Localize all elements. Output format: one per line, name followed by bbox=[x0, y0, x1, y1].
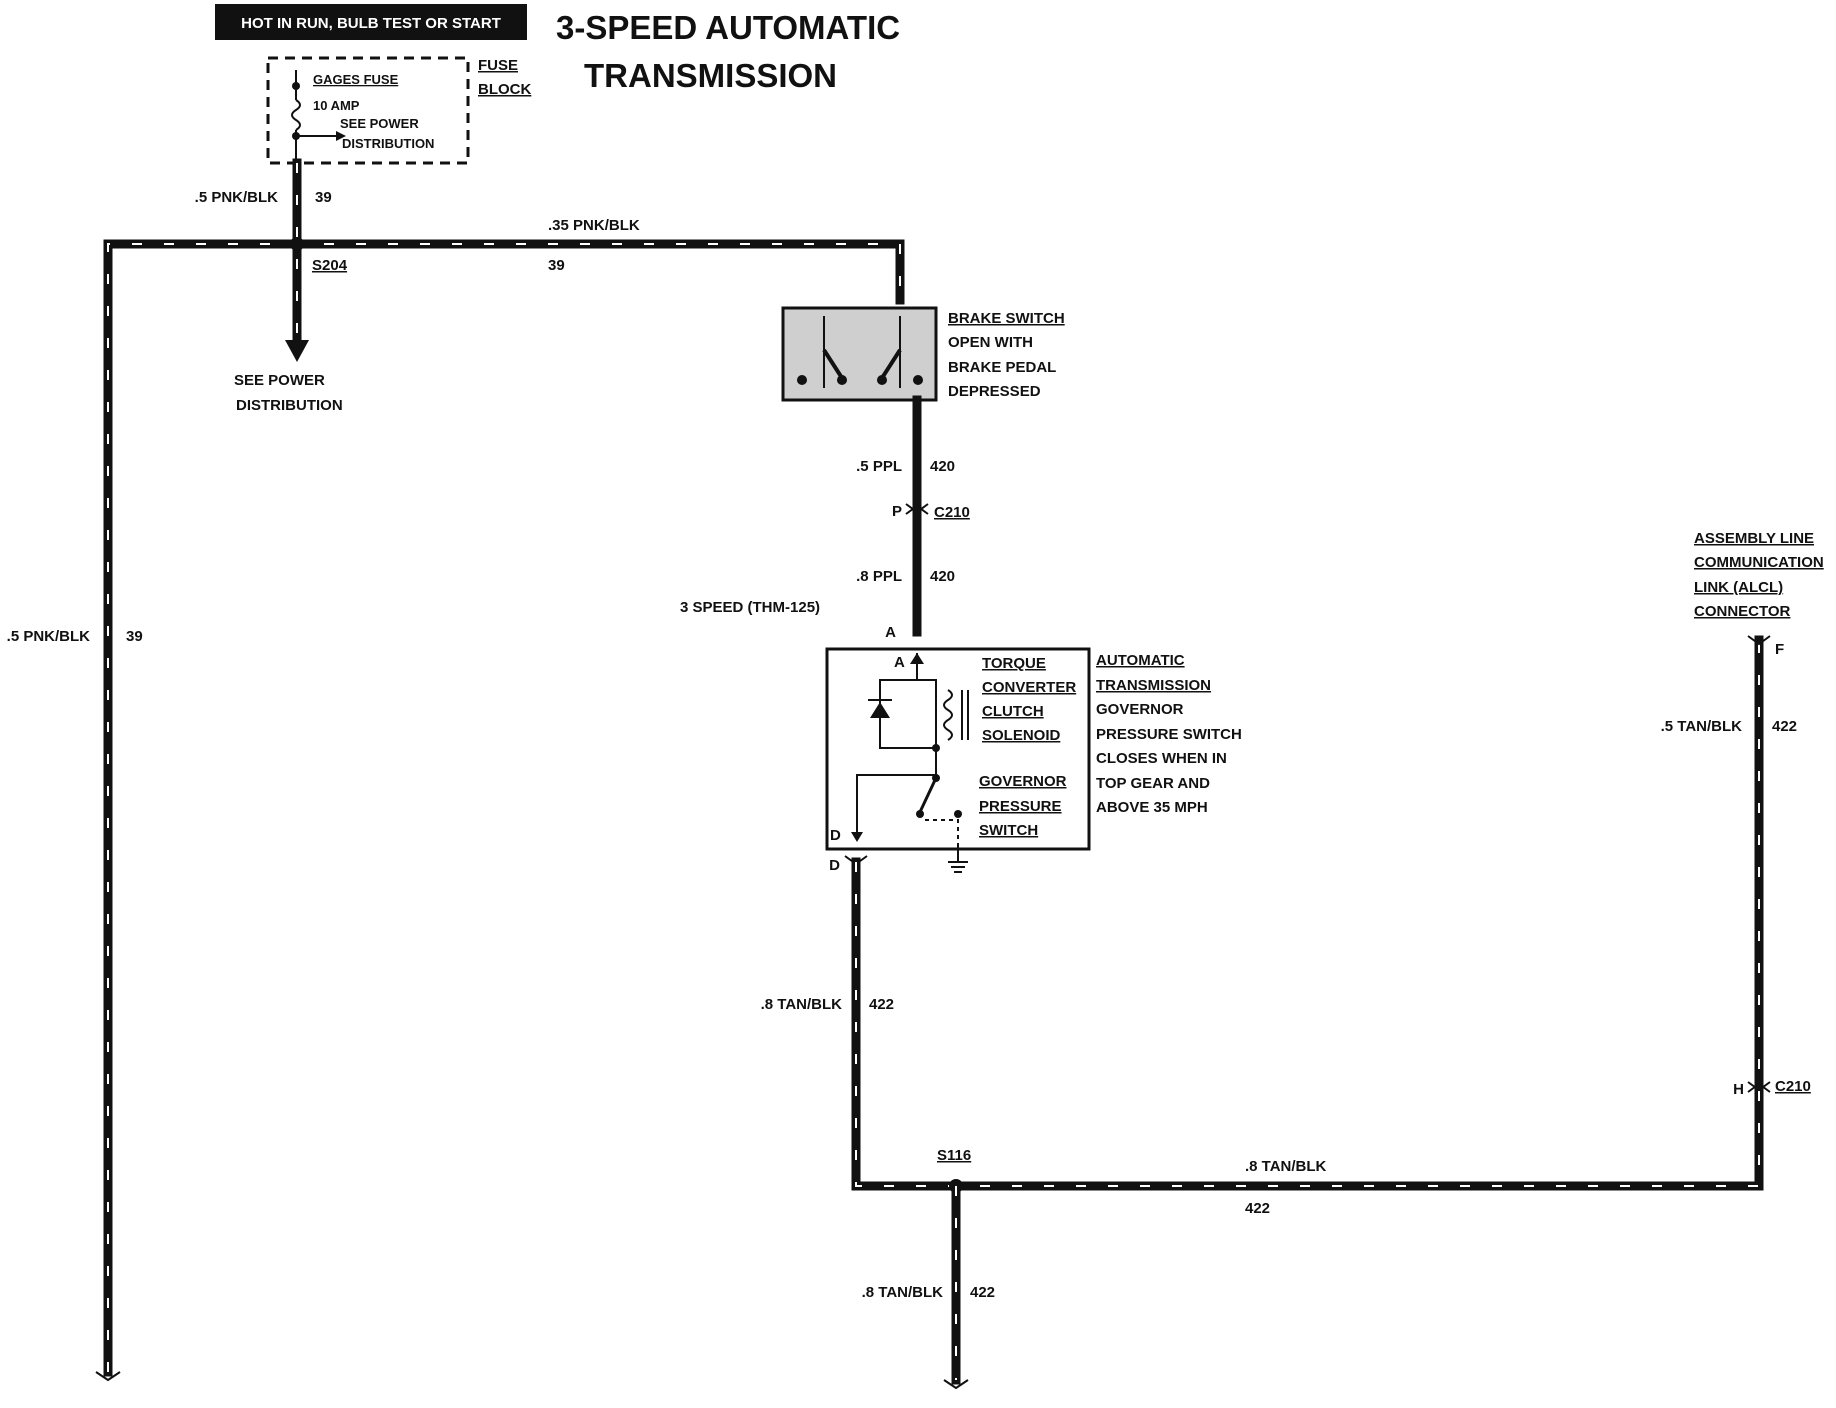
wire-left-run-circuit: 39 bbox=[126, 628, 143, 645]
wire-trans-in-circuit: 420 bbox=[930, 568, 955, 585]
trans-desc-7: ABOVE 35 MPH bbox=[1096, 799, 1208, 816]
wire-top-run-circuit: 39 bbox=[548, 257, 565, 274]
wire-down-run-circuit: 422 bbox=[970, 1284, 995, 1301]
wire-fuse-out-circuit: 39 bbox=[315, 189, 332, 206]
tcc-line1: TORQUE bbox=[982, 655, 1046, 672]
wire-bottom-run-gauge: .8 TAN/BLK bbox=[1245, 1158, 1327, 1175]
wire-top-run bbox=[103, 239, 905, 1377]
gps-line3: SWITCH bbox=[979, 822, 1038, 839]
alcl-line4: CONNECTOR bbox=[1694, 603, 1791, 620]
fuse-block-label-2: BLOCK bbox=[478, 81, 531, 98]
trans-desc-2: TRANSMISSION bbox=[1096, 677, 1211, 694]
c210-p-connector bbox=[905, 503, 929, 515]
c210-pin-h: H bbox=[1733, 1081, 1744, 1098]
brake-switch bbox=[781, 306, 938, 402]
brake-switch-line3: BRAKE PEDAL bbox=[948, 359, 1056, 376]
fuse-block-label-1: FUSE bbox=[478, 57, 518, 74]
thm-note: 3 SPEED (THM-125) bbox=[680, 599, 820, 616]
see-power-1: SEE POWER bbox=[234, 372, 325, 389]
see-power-2: DISTRIBUTION bbox=[236, 397, 343, 414]
c210-pin-p: P bbox=[892, 503, 902, 520]
brake-switch-line2: OPEN WITH bbox=[948, 334, 1033, 351]
trans-pin-a-outer: A bbox=[885, 624, 896, 641]
wire-alcl-gauge: .5 TAN/BLK bbox=[1661, 718, 1743, 735]
wire-alcl-circuit: 422 bbox=[1772, 718, 1797, 735]
wire-brake-out-gauge: .5 PPL bbox=[856, 458, 902, 475]
wire-bottom-run-circuit: 422 bbox=[1245, 1200, 1270, 1217]
title-line1: 3-SPEED AUTOMATIC bbox=[556, 9, 900, 46]
c210-label-bottom: C210 bbox=[1775, 1078, 1811, 1095]
brake-switch-title: BRAKE SWITCH bbox=[948, 310, 1065, 327]
tcc-line2: CONVERTER bbox=[982, 679, 1076, 696]
trans-desc-4: PRESSURE SWITCH bbox=[1096, 726, 1242, 743]
header-banner-box bbox=[215, 4, 527, 40]
gps-line1: GOVERNOR bbox=[979, 773, 1067, 790]
trans-desc-5: CLOSES WHEN IN bbox=[1096, 750, 1227, 767]
c210-label-top: C210 bbox=[934, 504, 970, 521]
splice-s204: S204 bbox=[312, 257, 348, 274]
c210-h-connector bbox=[1747, 1081, 1771, 1093]
wire-top-run-gauge: .35 PNK/BLK bbox=[548, 217, 640, 234]
transmission-box bbox=[825, 647, 1091, 873]
trans-pin-d-inner: D bbox=[830, 827, 841, 844]
splice-s116: S116 bbox=[937, 1147, 971, 1164]
tcc-line4: SOLENOID bbox=[982, 727, 1061, 744]
header-banner: HOT IN RUN, BULB TEST OR START bbox=[241, 15, 501, 32]
wire-down-end bbox=[943, 1379, 969, 1390]
trans-pin-a-inner: A bbox=[894, 654, 905, 671]
wire-down-run-gauge: .8 TAN/BLK bbox=[862, 1284, 944, 1301]
arrow-see-power bbox=[285, 340, 309, 362]
fuse-rating: 10 AMP bbox=[313, 98, 360, 113]
wire-left-run-gauge: .5 PNK/BLK bbox=[7, 628, 91, 645]
wire-trans-in-gauge: .8 PPL bbox=[856, 568, 902, 585]
wire-brake-out-circuit: 420 bbox=[930, 458, 955, 475]
trans-desc-3: GOVERNOR bbox=[1096, 701, 1184, 718]
brake-switch-line4: DEPRESSED bbox=[948, 383, 1041, 400]
trans-desc-6: TOP GEAR AND bbox=[1096, 775, 1210, 792]
alcl-line2: COMMUNICATION bbox=[1694, 554, 1824, 571]
alcl-connector bbox=[1747, 635, 1771, 646]
fuse-name: GAGES FUSE bbox=[313, 72, 399, 87]
wire-fuse-out-gauge: .5 PNK/BLK bbox=[195, 189, 279, 206]
wire-left-end bbox=[95, 1371, 121, 1382]
trans-pin-d-outer: D bbox=[829, 857, 840, 874]
fuse-block: GAGES FUSE 10 AMP SEE POWER DISTRIBUTION bbox=[266, 56, 470, 165]
tcc-line3: CLUTCH bbox=[982, 703, 1044, 720]
fuse-see-power-1: SEE POWER bbox=[340, 116, 419, 131]
trans-desc-1: AUTOMATIC bbox=[1096, 652, 1185, 669]
alcl-line3: LINK (ALCL) bbox=[1694, 579, 1783, 596]
fuse-see-power-2: DISTRIBUTION bbox=[342, 136, 434, 151]
splice-s204-dot bbox=[290, 237, 304, 251]
gps-line2: PRESSURE bbox=[979, 798, 1062, 815]
alcl-pin-f: F bbox=[1775, 641, 1784, 658]
alcl-line1: ASSEMBLY LINE bbox=[1694, 530, 1814, 547]
wire-trans-out-gauge: .8 TAN/BLK bbox=[761, 996, 843, 1013]
wire-trans-out bbox=[851, 635, 1764, 1191]
title-line2: TRANSMISSION bbox=[584, 57, 837, 94]
wire-trans-out-circuit: 422 bbox=[869, 996, 894, 1013]
